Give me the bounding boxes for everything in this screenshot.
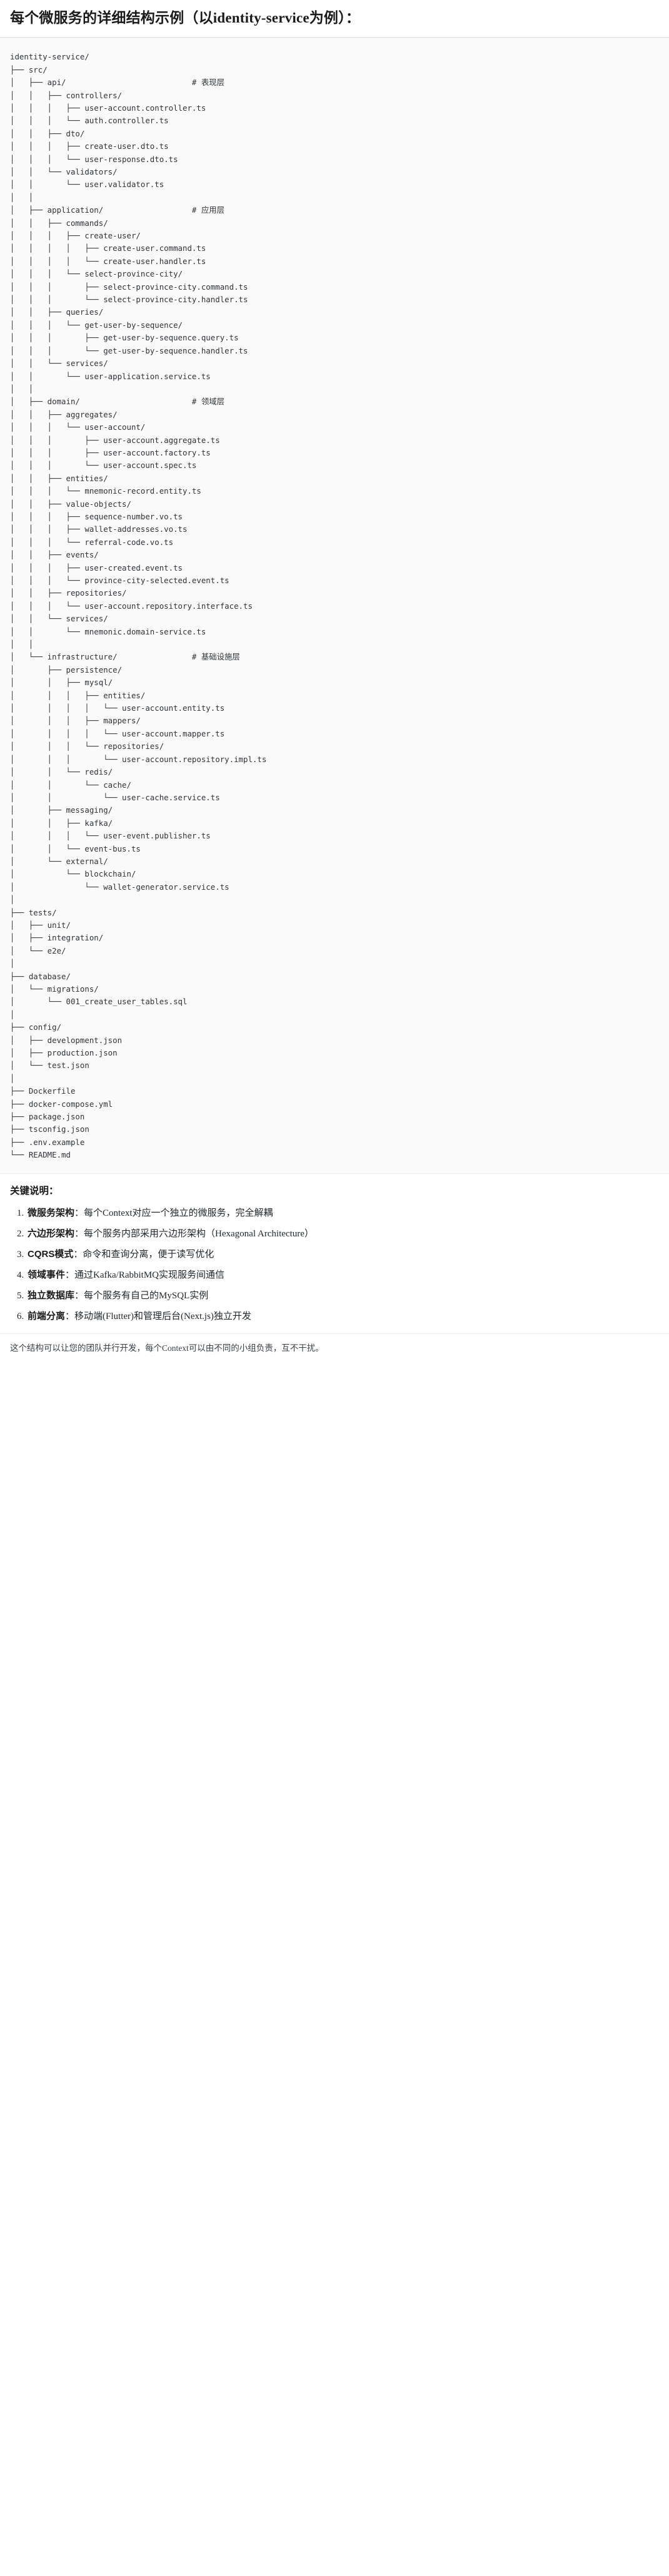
list-item: 前端分离：移动端(Flutter)和管理后台(Next.js)独立开发 bbox=[26, 1309, 659, 1324]
key-points-list: 微服务架构：每个Context对应一个独立的微服务，完全解耦 六边形架构：每个服… bbox=[10, 1206, 659, 1324]
document-page: 每个微服务的详细结构示例（以identity-service为例）： ident… bbox=[0, 0, 669, 1367]
key-point-desc: ：每个服务内部采用六边形架构（Hexagonal Architecture） bbox=[74, 1228, 314, 1239]
key-point-desc: ：每个Context对应一个独立的微服务，完全解耦 bbox=[74, 1208, 273, 1218]
list-item: 领域事件：通过Kafka/RabbitMQ实现服务间通信 bbox=[26, 1268, 659, 1283]
key-points-section: 关键说明： 微服务架构：每个Context对应一个独立的微服务，完全解耦 六边形… bbox=[0, 1174, 669, 1333]
key-point-desc: ：通过Kafka/RabbitMQ实现服务间通信 bbox=[65, 1270, 224, 1280]
key-point-desc: ：命令和查询分离，便于读写优化 bbox=[73, 1249, 214, 1260]
key-point-term: 前端分离 bbox=[28, 1310, 66, 1321]
list-item: 独立数据库：每个服务有自己的MySQL实例 bbox=[26, 1288, 659, 1303]
closing-paragraph: 这个结构可以让您的团队并行开发，每个Context可以由不同的小组负责，互不干扰… bbox=[0, 1333, 669, 1367]
code-block-container: identity-service/ ├── src/ │ ├── api/ # … bbox=[0, 38, 669, 1174]
list-item: 微服务架构：每个Context对应一个独立的微服务，完全解耦 bbox=[26, 1206, 659, 1221]
key-points-heading: 关键说明： bbox=[10, 1185, 59, 1196]
key-point-term: 微服务架构 bbox=[28, 1207, 75, 1218]
key-point-desc: ：每个服务有自己的MySQL实例 bbox=[74, 1290, 209, 1301]
key-point-term: 六边形架构 bbox=[28, 1228, 75, 1239]
key-point-term: 领域事件 bbox=[28, 1269, 66, 1280]
page-title: 每个微服务的详细结构示例（以identity-service为例）： bbox=[0, 0, 669, 38]
list-item: 六边形架构：每个服务内部采用六边形架构（Hexagonal Architectu… bbox=[26, 1226, 659, 1241]
list-item: CQRS模式：命令和查询分离，便于读写优化 bbox=[26, 1247, 659, 1262]
directory-tree-code: identity-service/ ├── src/ │ ├── api/ # … bbox=[10, 52, 267, 1160]
key-point-desc: ：移动端(Flutter)和管理后台(Next.js)独立开发 bbox=[65, 1311, 251, 1321]
key-point-term: 独立数据库 bbox=[28, 1290, 75, 1301]
key-point-term: CQRS模式 bbox=[28, 1248, 74, 1260]
